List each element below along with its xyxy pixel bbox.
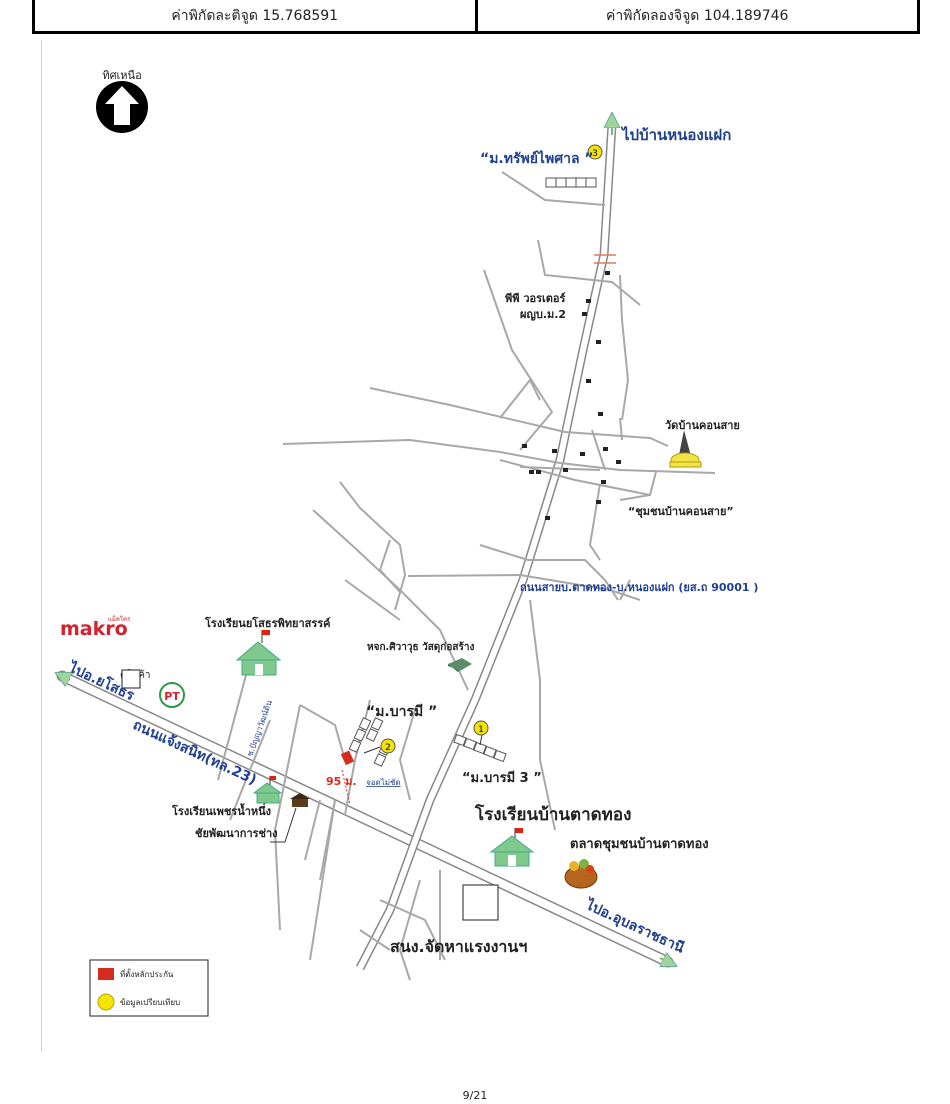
labor-office-label: สนง.จัดหาแรงงานฯ xyxy=(390,937,527,956)
west-road-arrow xyxy=(62,676,70,680)
village-sap-phaisan-label: “ม.ทรัพย์ไพศาล ” xyxy=(480,149,594,167)
petch-school-label: โรงเรียนเพชรน้ำหนึ่ง xyxy=(171,803,271,818)
legend-yellow-swatch xyxy=(97,993,115,1011)
phone-booth-box xyxy=(121,669,141,689)
page-number: 9/21 xyxy=(462,1089,488,1102)
community-label: “ชุมชนบ้านคอนสาย” xyxy=(628,505,734,519)
east-road-arrow xyxy=(660,958,670,963)
highway-label: ถนนแจ้งสนิท(ทล.23) xyxy=(130,717,259,788)
legend-red-swatch xyxy=(98,968,114,980)
distance-label: 95 ม. xyxy=(326,775,357,788)
north-arrow-icon xyxy=(96,81,148,133)
to-nong-faek-label: ไปบ้านหนองแฝก xyxy=(620,125,731,144)
yaso-school-icon xyxy=(235,630,282,676)
highway-road xyxy=(56,670,674,968)
makro-logo: makro xyxy=(60,618,128,640)
coordinates-bar: ค่าพิกัดละติจูด 15.768591 ค่าพิกัดลองจิจ… xyxy=(32,0,920,34)
school-tat-thong-label: โรงเรียนบ้านตาดทอง xyxy=(474,804,631,825)
collateral-site xyxy=(340,750,355,766)
pp-water-label: พีพี วอรเตอร์ xyxy=(505,292,566,305)
marker-2-leader xyxy=(363,746,381,754)
shop-construction-icon xyxy=(448,658,472,672)
headman-label: ผญบ.ม.2 xyxy=(520,308,566,321)
distance-line xyxy=(341,769,351,806)
map-frame-line xyxy=(41,40,42,1052)
labor-office-box xyxy=(462,884,499,921)
mechanic-label: ชัยพัฒนาการช่าง xyxy=(195,827,278,840)
temple-icon xyxy=(669,430,702,468)
marker-3: 3 xyxy=(587,144,603,160)
longitude-value: ค่าพิกัดลองจิจูด 104.189746 xyxy=(474,0,918,31)
house-markers xyxy=(522,271,621,520)
svg-text:1: 1 xyxy=(478,725,484,735)
village-barami3-label: “ม.บารมี 3 ” xyxy=(462,770,542,786)
legend-collateral-label: ที่ตั้งหลักประกัน xyxy=(120,968,174,979)
marker-1: 1 xyxy=(473,720,489,736)
svg-text:PT: PT xyxy=(164,690,180,703)
legend-comparison-label: ข้อมูลเปรียบเทียบ xyxy=(120,998,180,1008)
main-road xyxy=(356,123,617,971)
svg-text:3: 3 xyxy=(592,149,598,159)
market-label: ตลาดชุมชนบ้านตาดทอง xyxy=(570,836,709,852)
parking-label: จอดไม่ชัด xyxy=(366,778,401,787)
north-label: ทิศเหนือ xyxy=(102,69,141,82)
shop-construction-label: หจก.ศิวาวุธ วัสดุก่อสร้าง xyxy=(367,641,474,653)
mechanic-leader xyxy=(270,807,297,843)
marker-1-leader xyxy=(479,734,483,746)
local-road-label: ถนนสายบ.ตาดทอง-บ.หนองแฝก (ยส.ถ 90001 ) xyxy=(520,581,758,594)
minor-roads xyxy=(217,171,716,981)
svg-text:2: 2 xyxy=(385,743,391,753)
latitude-value: ค่าพิกัดละติจูด 15.768591 xyxy=(171,7,339,24)
village-barami3-block xyxy=(453,733,507,763)
marker-2: 2 xyxy=(380,738,396,754)
bridge-mark xyxy=(594,254,616,264)
location-map: ทิศเหนือ 3 “ม.ทรัพย์ไพศาล ” ไปบ้านหนองแฝ… xyxy=(42,69,758,1017)
market-basket-icon xyxy=(564,859,598,889)
makro-small-label: แม็คโคร xyxy=(108,614,131,623)
village-barami-label: “ม.บารมี ” xyxy=(366,704,437,720)
yaso-school-label: โรงเรียนยโสธรพิทยาสรรค์ xyxy=(204,616,331,630)
map-legend: ที่ตั้งหลักประกัน ข้อมูลเปรียบเทียบ xyxy=(89,959,209,1017)
pt-logo-icon: PT xyxy=(159,682,185,708)
petch-school-icon xyxy=(252,776,283,804)
school-tat-thong-icon xyxy=(489,828,535,867)
temple-label: วัดบ้านคอนสาย xyxy=(665,419,740,432)
village-sap-phaisan-block xyxy=(545,177,597,188)
mechanic-icon xyxy=(290,793,310,807)
